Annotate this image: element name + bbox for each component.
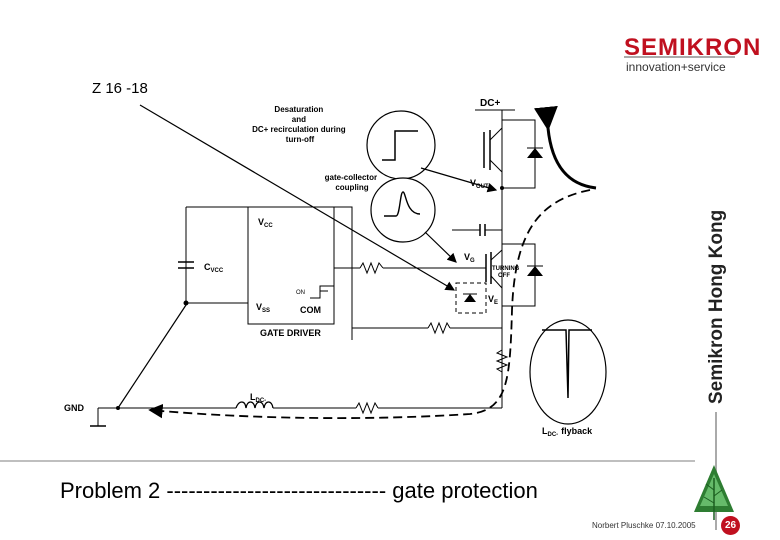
vout-label: VOUT xyxy=(470,178,489,190)
gate-resistor xyxy=(359,261,384,275)
author-date: Norbert Pluschke 07.10.2005 xyxy=(592,521,696,530)
ldc-label: LDC- xyxy=(250,392,266,404)
clamp-diode xyxy=(464,294,476,302)
coupling-title: gate-collector coupling xyxy=(325,173,380,192)
stray-resistor xyxy=(495,349,509,373)
ve-label: VE xyxy=(488,294,498,306)
upper-diode xyxy=(527,148,543,158)
dc-plus-label: DC+ xyxy=(480,98,500,109)
vcc-label: VCC xyxy=(258,217,273,229)
current-path-dashed xyxy=(148,189,591,419)
desat-title: Desaturation and DC+ recirculation durin… xyxy=(252,105,348,144)
vcc-wire xyxy=(186,206,353,340)
vg-label: VG xyxy=(464,252,475,264)
cvcc-label: CVCC xyxy=(204,262,224,274)
recirculation-curve xyxy=(533,105,597,190)
driver-switch xyxy=(310,285,324,299)
cvcc-diagonal xyxy=(117,304,187,409)
emitter-resistor xyxy=(427,321,451,335)
desat-arrow xyxy=(420,167,498,193)
page-number-badge: 26 xyxy=(721,516,740,535)
ldc-flyback-label: LDC-flyback xyxy=(542,426,593,438)
ldc-inductor xyxy=(235,401,274,409)
gate-driver-label: GATE DRIVER xyxy=(260,328,321,338)
clamp-arrow xyxy=(139,104,456,291)
lower-diode xyxy=(527,266,543,276)
slide-id: Z 16 -18 xyxy=(92,80,148,97)
footer-title: Problem 2 ------------------------------… xyxy=(60,478,538,503)
logo-tagline: innovation+service xyxy=(626,60,726,74)
vss-wire xyxy=(185,207,248,304)
com-label: COM xyxy=(300,305,321,315)
coupling-arrow xyxy=(424,231,457,263)
gnd-label: GND xyxy=(64,403,85,413)
vss-label: VSS xyxy=(256,302,270,314)
on-label: ON xyxy=(296,290,305,296)
gate-clamp-box xyxy=(455,282,487,314)
tree-icon xyxy=(694,465,734,520)
coupling-waveform-circle xyxy=(370,177,436,243)
